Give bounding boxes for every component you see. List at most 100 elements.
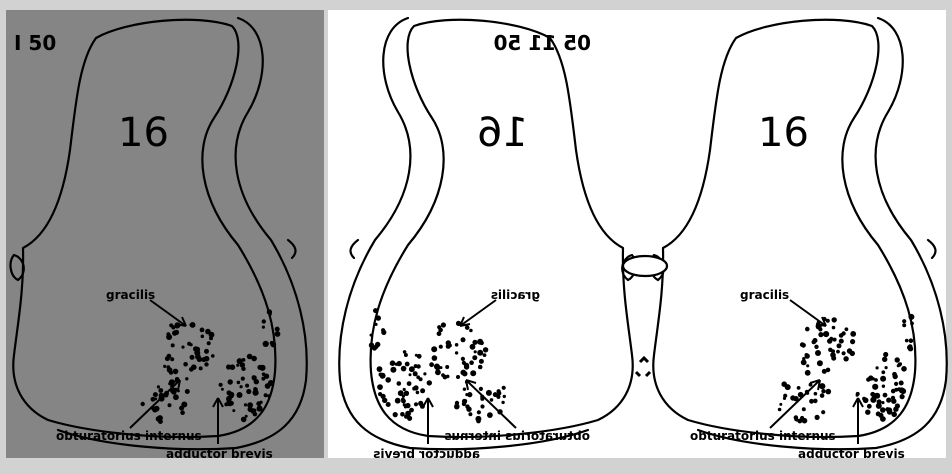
left-motor-neuron-dot (170, 357, 174, 361)
right-motor-neuron-dot (866, 377, 870, 381)
middle-motor-neuron-dot (434, 364, 440, 370)
middle-motor-neuron-dot (380, 373, 386, 379)
right-motor-neuron-dot (826, 368, 831, 373)
left-motor-neuron-dot (244, 403, 247, 406)
left-motor-neuron-dot (201, 357, 206, 362)
left-motor-neuron-dot (189, 367, 194, 372)
middle-segment-number: 16 (477, 110, 528, 156)
right-motor-neuron-dot (783, 397, 786, 400)
right-motor-neuron-dot (891, 399, 896, 404)
left-motor-neuron-dot (173, 394, 179, 400)
right-motor-neuron-dot (794, 415, 799, 420)
right-motor-neuron-dot (899, 381, 904, 386)
left-motor-neuron-dot (166, 334, 172, 340)
middle-motor-neuron-dot (462, 361, 466, 365)
left-motor-neuron-dot (200, 328, 205, 333)
right-motor-neuron-dot (833, 338, 837, 342)
left-adductor-label: adductor brevis (166, 447, 273, 461)
middle-motor-neuron-dot (497, 389, 501, 393)
right-motor-neuron-dot (863, 398, 869, 404)
middle-motor-neuron-dot (483, 347, 488, 352)
middle-obturatorius-label: obturatorius internus (444, 429, 590, 443)
middle-motor-neuron-dot (416, 364, 420, 368)
right-motor-neuron-dot (885, 407, 889, 411)
right-motor-neuron-dot (894, 382, 898, 386)
right-motor-neuron-dot (908, 344, 913, 349)
middle-motor-neuron-dot (404, 391, 409, 396)
right-motor-neuron-dot (836, 350, 840, 354)
left-motor-neuron-dot (229, 394, 234, 399)
middle-motor-neuron-dot (465, 404, 469, 408)
right-motor-neuron-dot (865, 410, 870, 415)
left-motor-neuron-dot (193, 346, 198, 351)
middle-motor-neuron-dot (455, 351, 458, 354)
right-motor-neuron-dot (809, 399, 814, 404)
right-motor-neuron-dot (820, 393, 825, 398)
left-motor-neuron-dot (241, 377, 245, 381)
left-motor-neuron-dot (241, 367, 245, 371)
left-segment-number: 16 (118, 110, 169, 156)
left-motor-neuron-dot (157, 385, 160, 388)
right-motor-neuron-dot (874, 393, 880, 399)
right-motor-neuron-dot (877, 399, 882, 404)
middle-motor-neuron-dot (476, 419, 481, 424)
middle-motor-neuron-dot (502, 386, 506, 390)
middle-motor-neuron-dot (501, 401, 504, 404)
left-motor-neuron-dot (251, 356, 257, 362)
right-motor-neuron-dot (805, 327, 810, 332)
left-motor-neuron-dot (185, 377, 188, 380)
right-motor-neuron-dot (883, 352, 888, 357)
right-motor-neuron-dot (779, 403, 782, 406)
right-motor-neuron-dot (900, 394, 905, 399)
left-motor-neuron-dot (270, 341, 274, 345)
middle-motor-neuron-dot (461, 337, 466, 342)
middle-motor-neuron-dot (405, 411, 411, 417)
middle-panel-header: 05 11 50 (494, 31, 591, 55)
right-motor-neuron-dot (815, 415, 820, 420)
middle-motor-neuron-dot (377, 366, 383, 372)
left-motor-neuron-dot (190, 343, 193, 346)
middle-motor-neuron-dot (407, 381, 412, 386)
left-obturatorius-label: obturatorius internus (56, 429, 202, 443)
left-motor-neuron-dot (173, 369, 179, 375)
right-motor-neuron-dot (842, 351, 846, 355)
left-motor-neuron-dot (267, 309, 272, 314)
left-motor-neuron-dot (199, 366, 203, 370)
right-motor-neuron-dot (881, 401, 884, 404)
middle-motor-neuron-dot (438, 328, 443, 333)
left-motor-neuron-dot (181, 346, 184, 349)
middle-motor-neuron-dot (477, 339, 483, 345)
left-motor-neuron-dot (240, 385, 243, 388)
right-motor-neuron-dot (883, 393, 888, 398)
right-motor-neuron-dot (778, 408, 782, 412)
left-motor-neuron-dot (185, 389, 190, 394)
left-motor-neuron-dot (209, 336, 213, 340)
right-motor-neuron-dot (837, 343, 842, 348)
left-motor-neuron-dot (195, 354, 201, 360)
right-motor-neuron-dot (826, 389, 832, 395)
left-motor-neuron-dot (237, 358, 243, 364)
middle-motor-neuron-dot (405, 362, 410, 367)
right-motor-neuron-dot (813, 338, 818, 343)
left-motor-neuron-dot (201, 335, 205, 339)
right-motor-neuron-dot (886, 398, 891, 403)
left-motor-neuron-dot (151, 397, 156, 402)
middle-motor-neuron-dot (446, 375, 450, 379)
right-motor-neuron-dot (805, 353, 810, 358)
right-motor-neuron-dot (832, 317, 837, 322)
middle-motor-neuron-dot (503, 395, 506, 398)
left-motor-neuron-dot (221, 388, 224, 391)
left-motor-neuron-dot (246, 389, 251, 394)
right-motor-neuron-dot (856, 394, 859, 397)
left-motor-neuron-dot (237, 381, 241, 385)
left-motor-neuron-dot (207, 341, 211, 345)
middle-motor-neuron-dot (376, 315, 381, 320)
middle-motor-neuron-dot (423, 372, 426, 375)
left-motor-neuron-dot (245, 384, 249, 388)
right-motor-neuron-dot (818, 332, 823, 337)
left-motor-neuron-dot (267, 394, 271, 398)
right-motor-neuron-dot (797, 386, 801, 390)
right-motor-neuron-dot (845, 327, 849, 331)
middle-motor-neuron-dot (412, 387, 416, 391)
